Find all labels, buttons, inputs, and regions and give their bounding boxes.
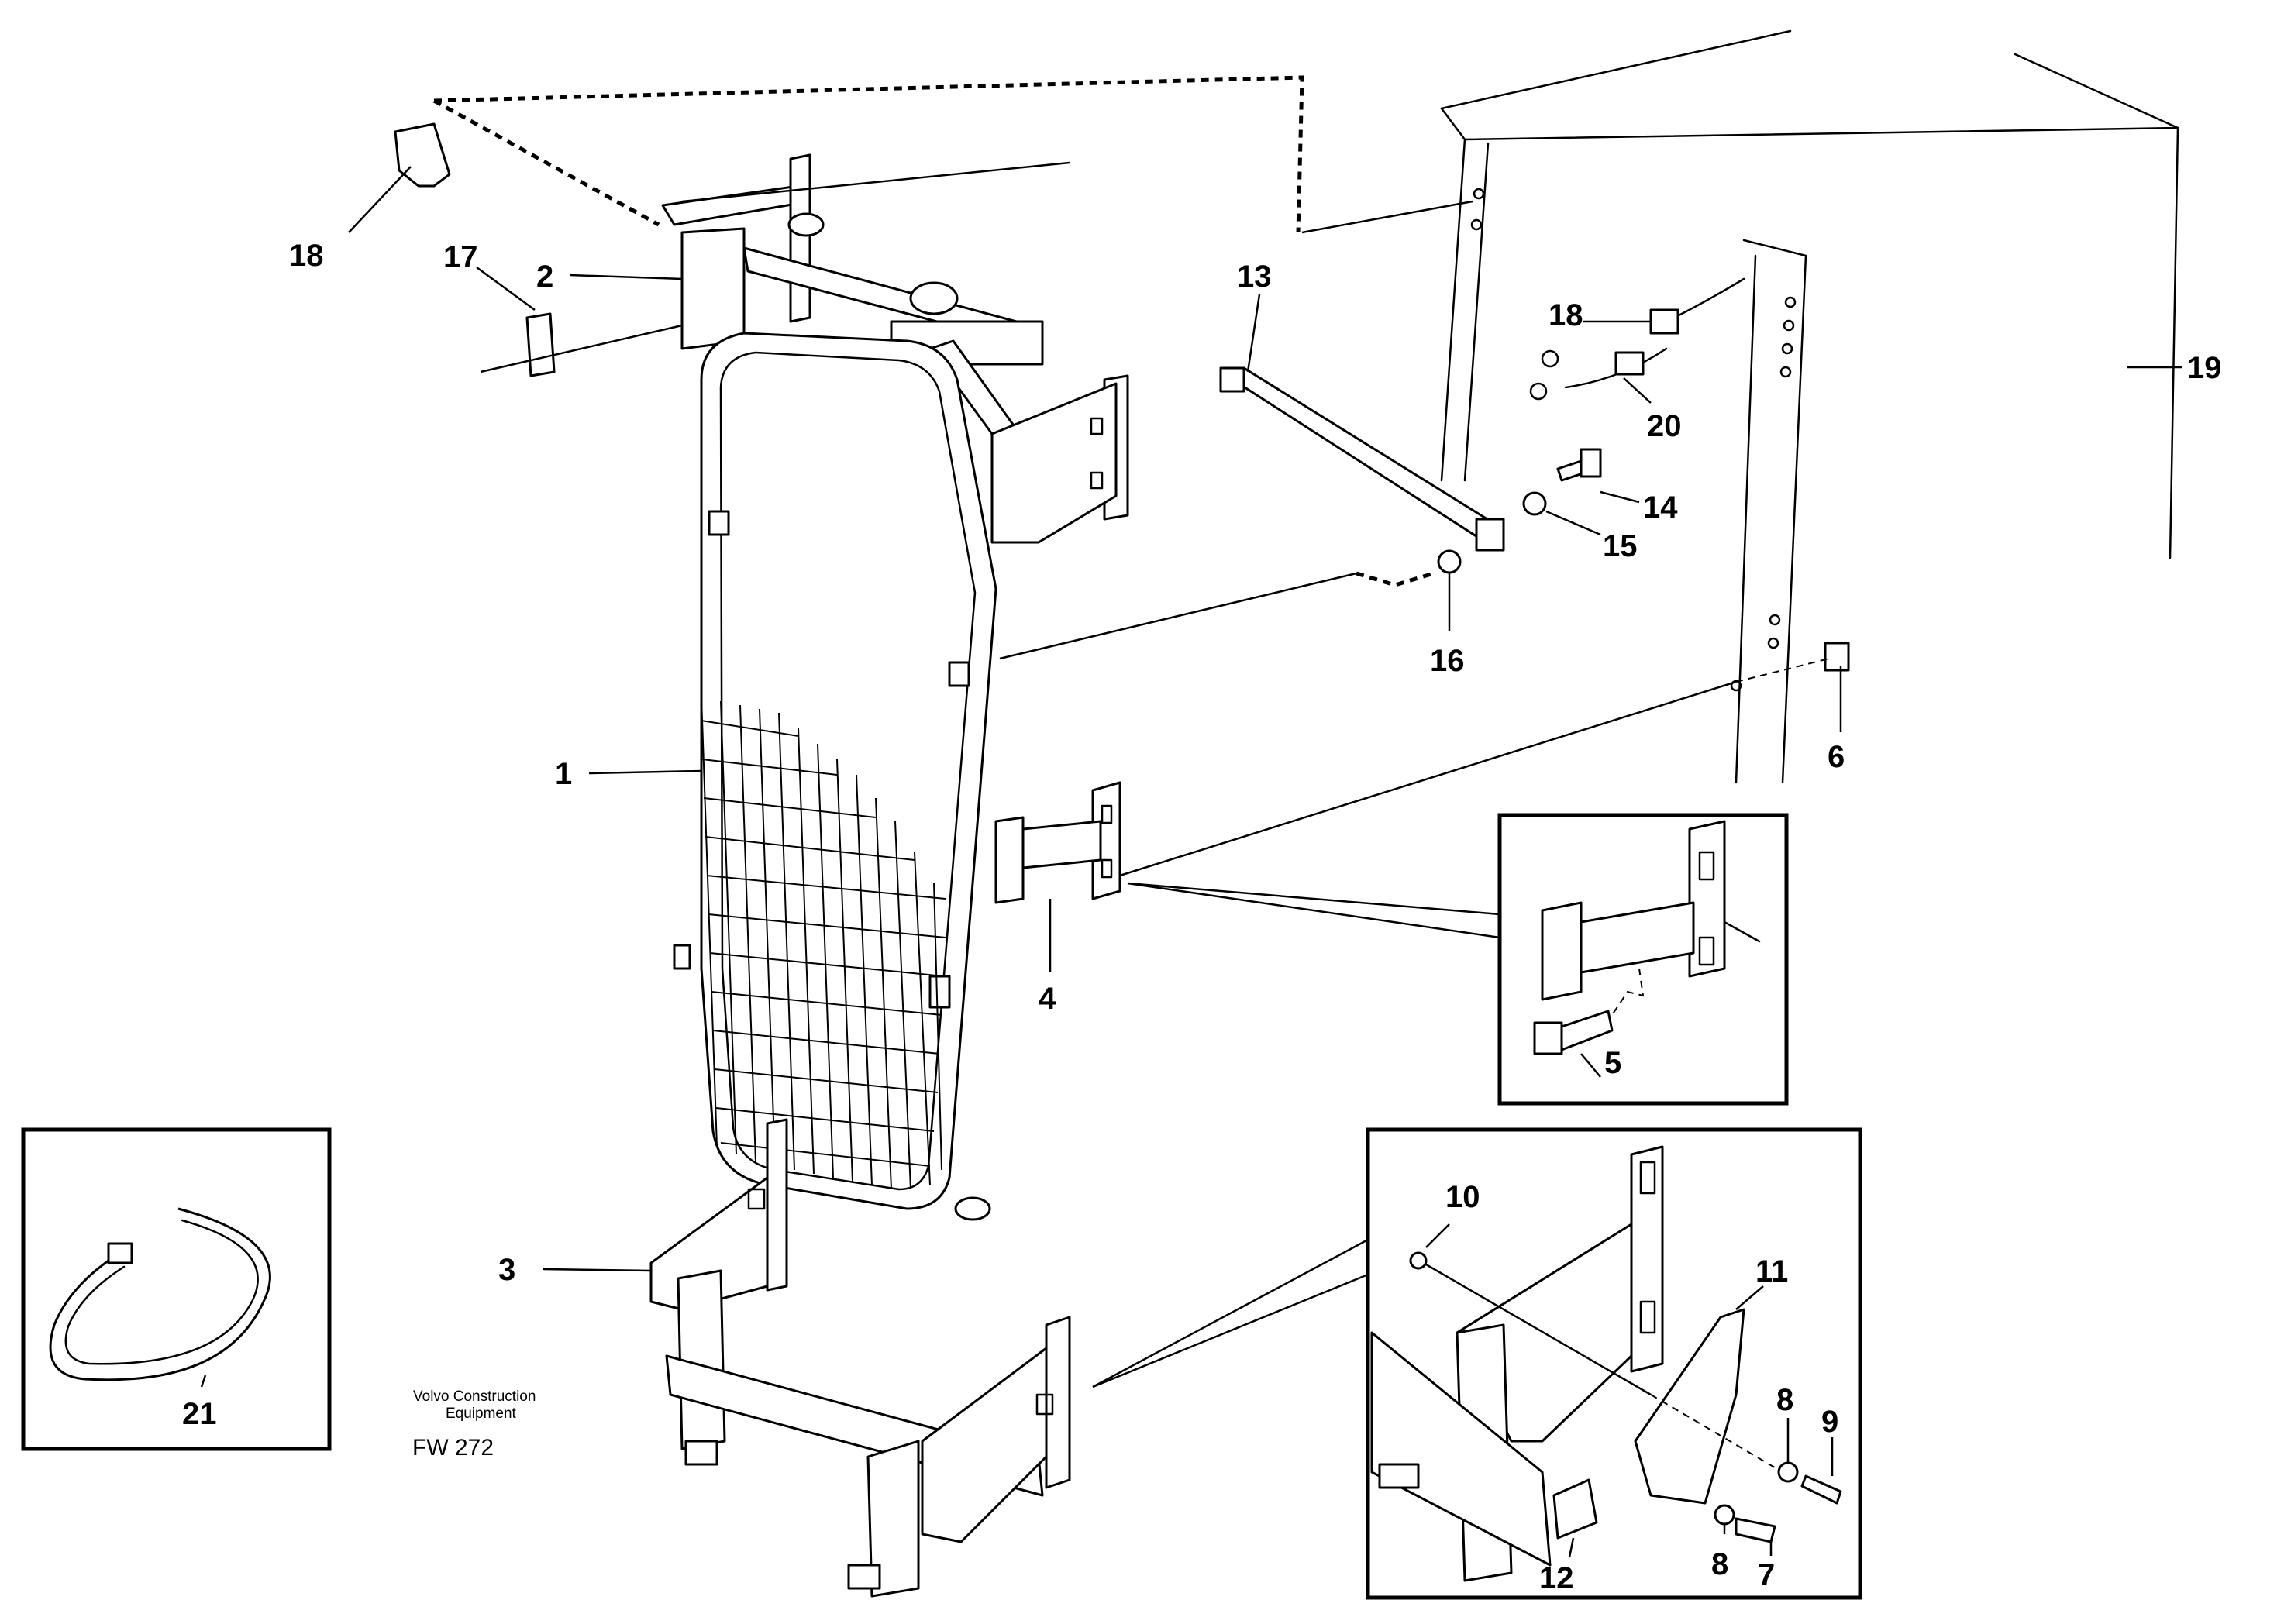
callout-18b: 18 (1549, 298, 1583, 332)
washer-8a (1777, 1461, 1799, 1483)
stay-bar-13 (1219, 366, 1505, 552)
callout-3: 3 (498, 1253, 515, 1287)
bolt-9 (1800, 1474, 1842, 1505)
caption-line-2: Equipment (446, 1406, 517, 1422)
callout-9: 9 (1821, 1405, 1838, 1439)
callout-labels: 1 2 3 4 5 6 7 8 8 9 10 11 12 13 14 15 16… (182, 239, 2222, 1595)
upper-bracket-2 (661, 153, 1129, 544)
panel-holes (1470, 188, 1797, 692)
callout-7: 7 (1758, 1558, 1775, 1592)
screw-7 (1735, 1517, 1776, 1543)
callout-8a: 8 (1776, 1383, 1793, 1417)
callout-5: 5 (1604, 1046, 1621, 1080)
callout-14: 14 (1643, 490, 1678, 525)
bolt-14 (1556, 448, 1602, 482)
callout-2: 2 (536, 260, 553, 294)
callout-15: 15 (1603, 529, 1638, 563)
caption-line-1: Volvo Construction (413, 1388, 536, 1405)
washer-8b (1714, 1504, 1735, 1526)
rubber-pad-12 (1552, 1478, 1598, 1540)
detail-box-bracket-4 (1497, 813, 1789, 1106)
callout-4: 4 (1039, 982, 1056, 1016)
callout-6: 6 (1828, 740, 1845, 774)
rubber-plug-18 (394, 122, 451, 188)
mesh-screen (701, 697, 946, 1190)
assembly-lines (432, 75, 1830, 1388)
callout-12: 12 (1539, 1561, 1574, 1595)
callout-21: 21 (182, 1397, 217, 1431)
callout-10: 10 (1445, 1180, 1480, 1214)
connector-18 (1649, 308, 1679, 335)
lower-bracket-3 (649, 1118, 1071, 1598)
cab-panel-19 (1440, 29, 2179, 784)
nut-16 (1437, 549, 1462, 574)
drawing-code: FW 272 (412, 1435, 494, 1461)
callout-16: 16 (1430, 644, 1465, 678)
washer-15 (1522, 491, 1547, 516)
callout-8b: 8 (1711, 1547, 1728, 1581)
side-bracket-4 (994, 781, 1121, 904)
bolt-5 (1533, 1010, 1614, 1055)
detail-box-lower-lock (1366, 1127, 1862, 1600)
grille-frame-1 (673, 332, 997, 1221)
nut-10 (1409, 1251, 1428, 1270)
callout-13: 13 (1237, 260, 1272, 294)
callout-18a: 18 (289, 239, 324, 273)
detail-box-cable-tie (21, 1127, 332, 1451)
clamp-plate-17 (525, 312, 556, 377)
callout-11: 11 (1755, 1254, 1788, 1289)
wiring-harness-20 (1529, 277, 1745, 401)
callout-1: 1 (555, 757, 572, 791)
callout-19: 19 (2187, 351, 2222, 385)
callout-17: 17 (443, 240, 478, 274)
drawing-caption: Volvo Construction Equipment FW 272 (412, 1388, 536, 1461)
screw-6 (1824, 642, 1850, 672)
callout-20: 20 (1647, 409, 1682, 443)
callout-leaders (200, 166, 2182, 1558)
